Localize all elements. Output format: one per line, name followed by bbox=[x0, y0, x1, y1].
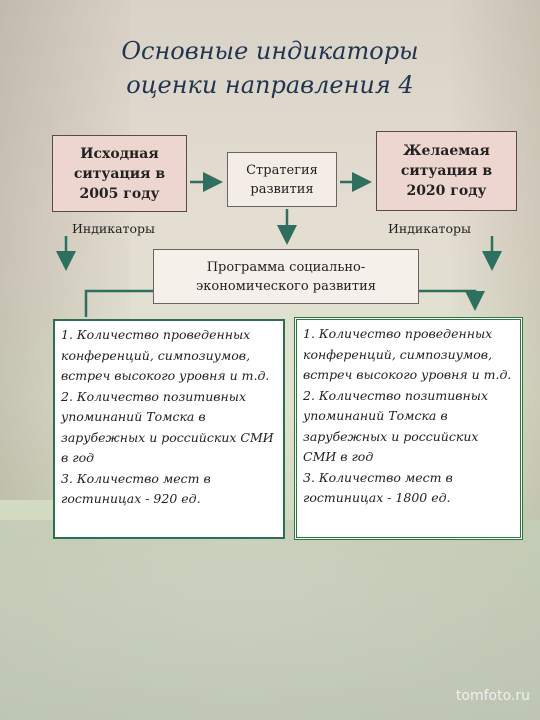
arrow-program-to-right-list bbox=[419, 289, 485, 311]
watermark-text: tomfoto.ru bbox=[455, 688, 530, 704]
target-situation-box: Желаемая ситуация в 2020 году bbox=[376, 131, 517, 211]
list-item: 1. Количество проведенных конференций, с… bbox=[303, 326, 512, 382]
list-item: 2. Количество позитивных упоминаний Томс… bbox=[303, 387, 488, 465]
arrow-program-to-left-list bbox=[84, 289, 153, 317]
list-item: 2. Количество позитивных упоминаний Томс… bbox=[61, 388, 274, 466]
program-box: Программа социально- экономического разв… bbox=[153, 249, 419, 304]
initial-line-2: ситуация в bbox=[73, 165, 166, 182]
initial-line-1: Исходная bbox=[80, 145, 159, 162]
strategy-line-2: развития bbox=[250, 181, 314, 197]
title-line-1: Основные индикаторы bbox=[121, 37, 419, 65]
indicators-2020-list: 1. Количество проведенных конференций, с… bbox=[294, 317, 523, 540]
program-line-1: Программа социально- bbox=[206, 259, 366, 275]
list-item: 3. Количество мест в гостиницах - 920 ед… bbox=[61, 470, 211, 507]
strategy-line-1: Стратегия bbox=[246, 162, 318, 178]
target-line-1: Желаемая bbox=[403, 143, 490, 159]
indicators-label-right: Индикаторы bbox=[388, 221, 471, 236]
program-line-2: экономического развития bbox=[196, 278, 376, 294]
indicators-2005-list: 1. Количество проведенных конференций, с… bbox=[53, 319, 285, 539]
list-item: 1. Количество проведенных конференций, с… bbox=[61, 327, 270, 383]
slide-title: Основные индикаторы оценки направления 4 bbox=[0, 34, 540, 102]
background-water bbox=[0, 520, 540, 720]
initial-line-3: 2005 году bbox=[79, 185, 160, 202]
title-line-2: оценки направления 4 bbox=[126, 71, 414, 99]
strategy-box: Стратегия развития bbox=[227, 152, 337, 207]
target-line-3: 2020 году bbox=[406, 183, 487, 199]
indicators-label-left: Индикаторы bbox=[72, 221, 155, 236]
target-line-2: ситуация в bbox=[400, 163, 493, 179]
list-item: 3. Количество мест в гостиницах - 1800 е… bbox=[303, 469, 453, 506]
initial-situation-box: Исходная ситуация в 2005 году bbox=[52, 135, 187, 212]
